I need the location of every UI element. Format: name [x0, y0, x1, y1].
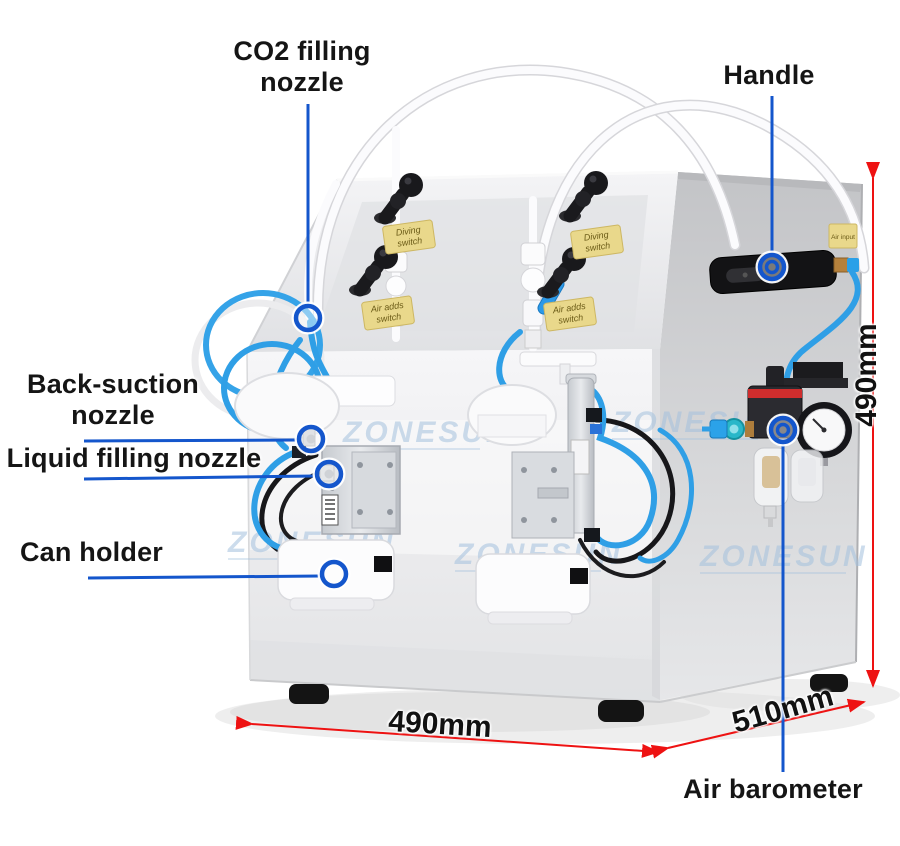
depth-dimension-line — [650, 698, 866, 759]
white-hoses — [304, 64, 870, 352]
air-adds-switch-right-sticker: Air adds switch — [543, 296, 597, 332]
height-dimension-value: 490mm — [850, 323, 883, 427]
width-dimension-line — [235, 715, 660, 758]
air-input-sticker: Air input — [828, 223, 858, 249]
svg-text:switch: switch — [376, 311, 402, 324]
liquid-filling-marker — [312, 457, 346, 491]
barcode-label — [321, 494, 339, 526]
stickers: Diving switch Air adds switch Diving swi… — [361, 219, 858, 332]
svg-text:Air adds: Air adds — [551, 301, 587, 316]
callout-leaders — [83, 96, 800, 772]
diving-switch-left-joystick — [374, 173, 423, 225]
svg-text:switch: switch — [397, 235, 423, 248]
svg-text:switch: switch — [558, 312, 584, 325]
svg-text:switch: switch — [585, 240, 611, 253]
dimension-lines — [235, 162, 880, 759]
filling-head-left — [234, 372, 401, 611]
back-suction-marker — [294, 422, 328, 456]
handle-label: Handle — [723, 60, 815, 90]
liquid-filling-leader-line — [83, 474, 316, 481]
air-barometer-marker — [766, 413, 800, 447]
diving-switch-right-joystick — [559, 171, 608, 223]
side-top-bevel — [678, 172, 862, 192]
back-suction-nozzle-label: Back-suction nozzle — [27, 369, 199, 431]
svg-text:Diving: Diving — [583, 229, 609, 242]
diving-switch-left-sticker: Diving switch — [382, 219, 436, 255]
air-barometer-label: Air barometer — [683, 774, 863, 804]
co2-nozzle-marker — [291, 301, 325, 335]
co2-filling-nozzle-label: CO2 filling nozzle — [233, 36, 371, 98]
filling-head-right — [467, 329, 695, 625]
brass-fitting — [833, 257, 849, 273]
svg-text:Air input: Air input — [831, 234, 855, 241]
can-holder-leader-line — [87, 574, 321, 580]
can-holder-marker — [317, 557, 351, 591]
diving-switch-right-sticker: Diving switch — [570, 224, 624, 260]
can-holder-label: Can holder — [19, 537, 163, 567]
liquid-filling-nozzle-label: Liquid filling nozzle — [6, 443, 262, 473]
air-adds-switch-left-sticker: Air adds switch — [361, 295, 415, 331]
svg-text:Air adds: Air adds — [369, 300, 405, 315]
back-suction-leader-line — [83, 438, 298, 443]
handle-marker — [755, 250, 789, 284]
air-regulator — [702, 362, 852, 527]
svg-text:Diving: Diving — [395, 224, 421, 237]
